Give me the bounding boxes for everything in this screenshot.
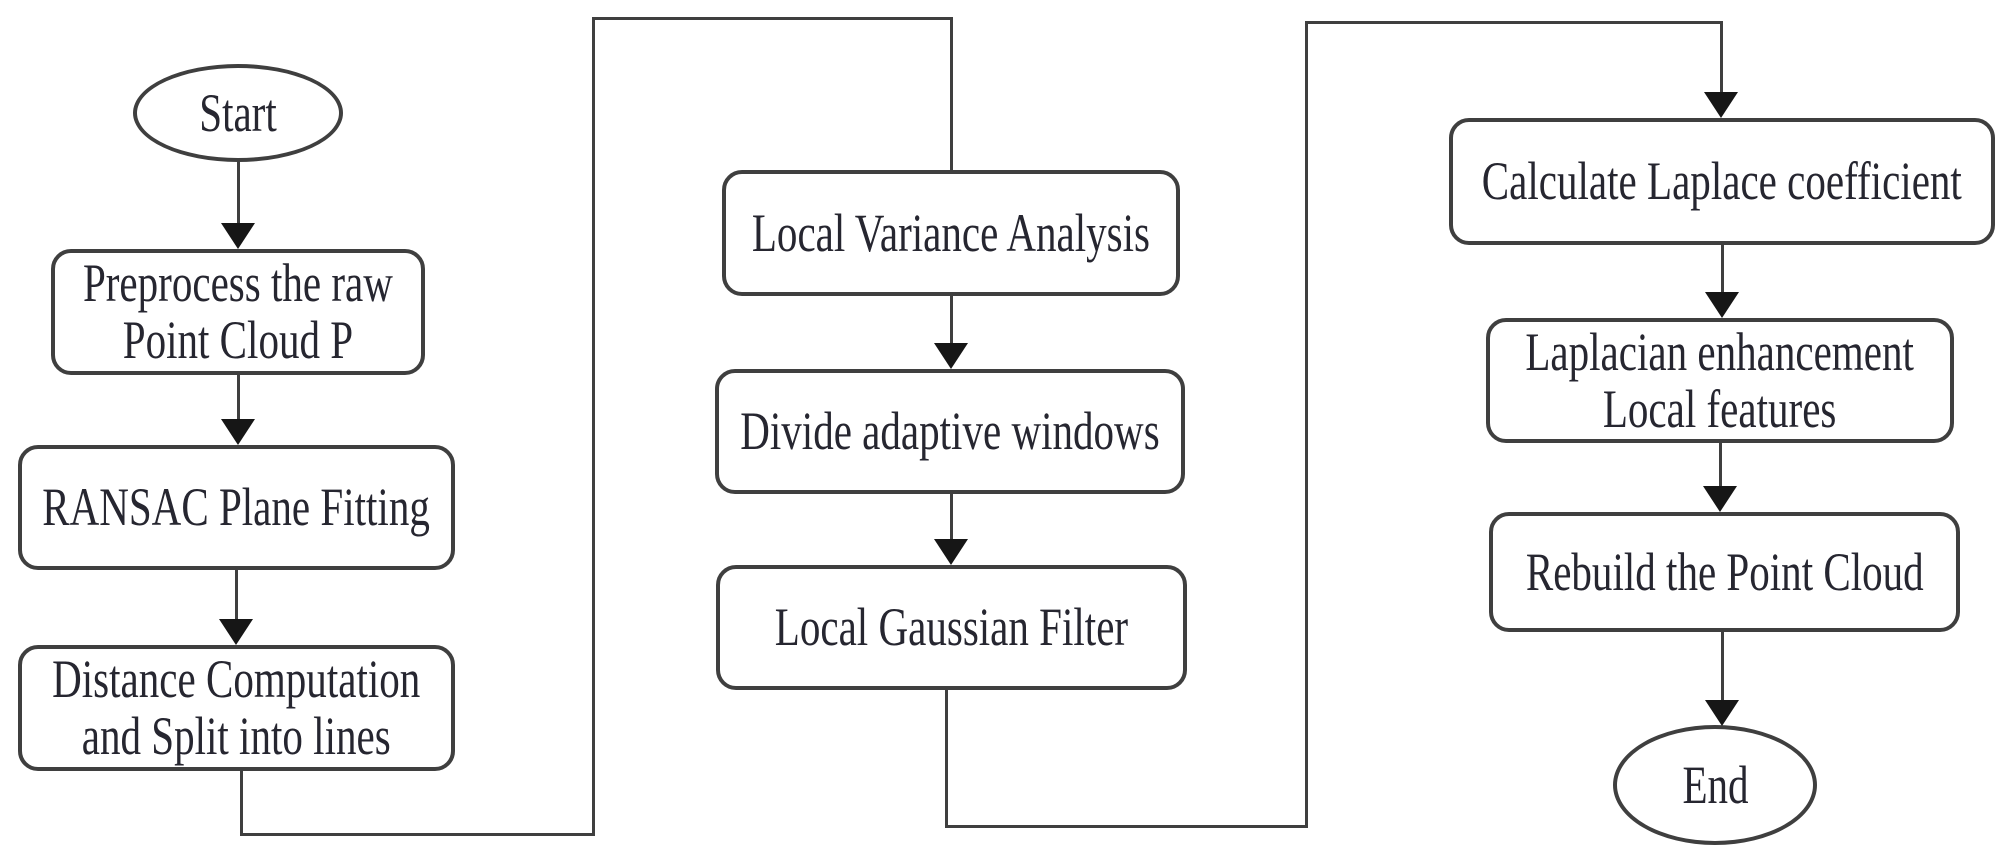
arrowhead-divide-windows-gaussian-filter-icon [934,539,968,565]
edge-distance-local-variance-segment-1 [239,771,243,836]
node-start-label: Start [199,82,277,143]
arrowhead-ransac-distance-icon [219,619,253,645]
edge-gaussian-filter-laplace-coefficient-segment-4 [1304,21,1723,24]
node-laplacian-enhancement-label: Laplacian enhancement Local features [1525,321,1915,439]
node-distance-label: Distance Computation and Split into line… [52,649,421,766]
arrowhead-gaussian-filter-laplace-coefficient-icon [1704,92,1738,118]
node-rebuild: Rebuild the Point Cloud [1489,512,1960,632]
node-gaussian-filter-label: Local Gaussian Filter [774,597,1129,658]
node-local-variance-label: Local Variance Analysis [751,202,1151,263]
edge-gaussian-filter-laplace-coefficient-segment-5 [1719,21,1723,96]
edge-distance-local-variance-segment-5 [949,17,953,172]
arrowhead-laplace-coefficient-laplacian-enhancement-icon [1705,292,1739,318]
edge-gaussian-filter-laplace-coefficient-segment-3 [1304,21,1308,828]
node-end-label: End [1681,754,1749,815]
node-laplace-coefficient-label: Calculate Laplace coefficient [1481,151,1963,212]
node-ransac: RANSAC Plane Fitting [18,445,455,570]
edge-local-variance-divide-windows-shaft [949,296,953,347]
node-distance: Distance Computation and Split into line… [18,645,455,771]
node-start: Start [133,64,343,162]
edge-distance-local-variance-segment-3 [591,17,595,836]
edge-gaussian-filter-laplace-coefficient-segment-1 [944,690,948,828]
node-gaussian-filter: Local Gaussian Filter [716,565,1187,690]
edge-gaussian-filter-laplace-coefficient-segment-2 [944,825,1308,828]
node-laplacian-enhancement: Laplacian enhancement Local features [1486,318,1954,443]
node-ransac-label: RANSAC Plane Fitting [42,477,431,538]
node-end: End [1613,725,1817,845]
edge-distance-local-variance-segment-2 [239,833,595,836]
edge-distance-local-variance-segment-4 [591,17,953,20]
arrowhead-local-variance-divide-windows-icon [934,343,968,369]
node-rebuild-label: Rebuild the Point Cloud [1525,541,1924,602]
node-preprocess-label: Preprocess the raw Point Cloud P [83,253,393,370]
node-divide-windows-label: Divide adaptive windows [740,401,1160,462]
node-laplace-coefficient: Calculate Laplace coefficient [1449,118,1995,245]
node-preprocess: Preprocess the raw Point Cloud P [51,249,425,375]
edge-laplace-coefficient-laplacian-enhancement-shaft [1720,245,1724,296]
arrowhead-preprocess-ransac-icon [221,419,255,445]
edge-preprocess-ransac-shaft [236,375,240,423]
node-divide-windows: Divide adaptive windows [715,369,1185,494]
edge-start-preprocess-shaft [236,160,240,227]
arrowhead-start-preprocess-icon [221,223,255,249]
edge-ransac-distance-shaft [234,570,238,623]
edge-rebuild-end-shaft [1720,632,1724,704]
edge-laplacian-enhancement-rebuild-shaft [1718,443,1722,490]
arrowhead-laplacian-enhancement-rebuild-icon [1703,486,1737,512]
node-local-variance: Local Variance Analysis [722,170,1180,296]
arrowhead-rebuild-end-icon [1705,700,1739,726]
edge-divide-windows-gaussian-filter-shaft [949,494,953,543]
